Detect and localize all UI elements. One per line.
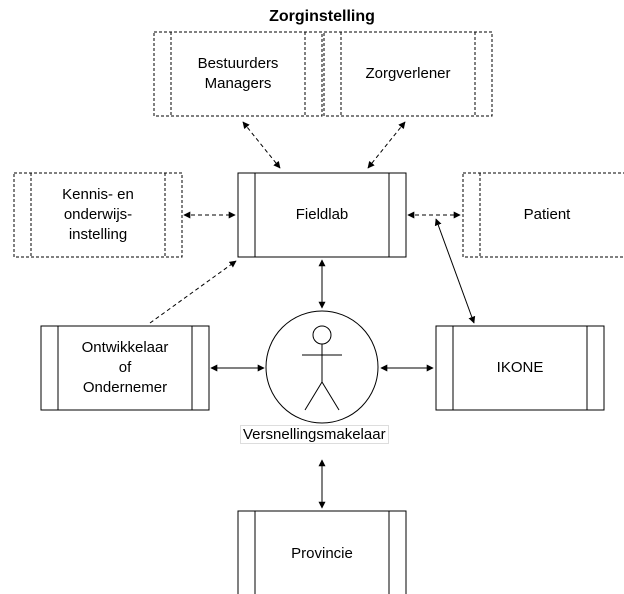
provincie-box xyxy=(237,510,407,594)
versnellingsmakelaar-actor xyxy=(265,310,379,424)
ontwikkelaar-box xyxy=(40,325,210,411)
edge-patient-ikone xyxy=(434,218,476,324)
edge-ontwikkelaar-fieldlab xyxy=(149,260,237,324)
patient-box xyxy=(462,172,624,258)
bestuurders-label: Bestuurders Managers xyxy=(197,55,279,92)
edge-zorgverlener-fieldlab xyxy=(367,121,406,169)
center-label: Versnellingsmakelaar xyxy=(240,425,389,444)
edge-bestuurders-fieldlab xyxy=(242,121,281,169)
solid-connectors xyxy=(210,218,476,509)
zorgverlener-box xyxy=(323,31,493,117)
bestuurders-box xyxy=(153,31,323,117)
fieldlab-box xyxy=(237,172,407,258)
provincie-label: Provincie xyxy=(291,545,353,562)
fieldlab-label: Fieldlab xyxy=(295,206,349,223)
ikone-box xyxy=(435,325,605,411)
kennis-label: Kennis- en onderwijs- instelling xyxy=(62,186,134,243)
patient-label: Patient xyxy=(523,206,571,223)
dashed-connectors xyxy=(149,121,461,324)
ikone-label: IKONE xyxy=(496,359,544,376)
zorgverlener-label: Zorgverlener xyxy=(365,65,451,82)
kennis-box xyxy=(13,172,183,258)
ontwikkelaar-label: Ontwikkelaar of Ondernemer xyxy=(81,339,169,396)
group-title: Zorginstelling xyxy=(269,8,375,25)
